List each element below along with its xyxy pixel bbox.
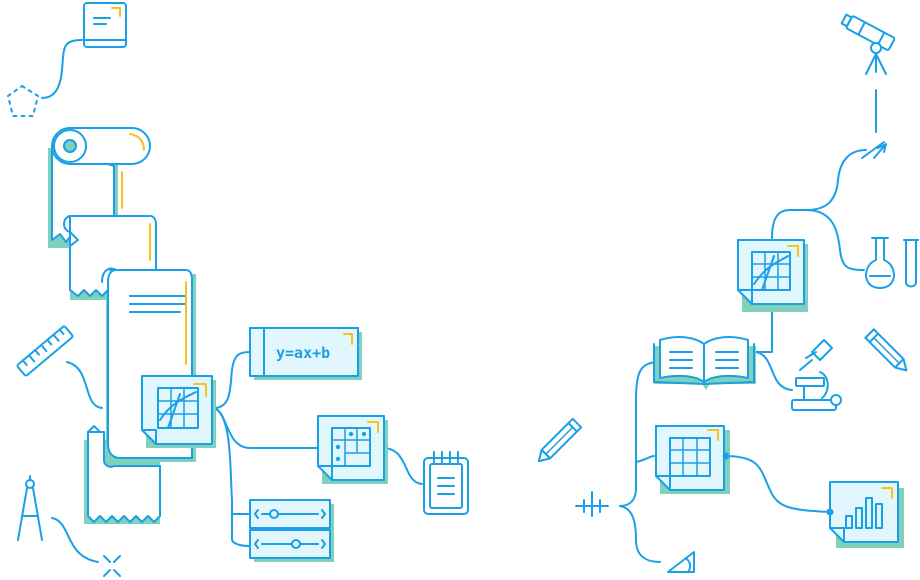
- flask-icon: [865, 237, 895, 289]
- test-tube-icon: [903, 239, 919, 288]
- protractor-icon: [861, 141, 887, 159]
- pentagon-icon: [7, 85, 39, 117]
- number-line-icon: [575, 491, 609, 517]
- table-card-icon: [655, 425, 730, 494]
- paper-roll-icon: [48, 127, 196, 524]
- grid-card-icon: [317, 415, 388, 484]
- plot-card-icon: [737, 239, 808, 312]
- slider-card-icon: [249, 499, 334, 562]
- book-icon: [83, 2, 127, 48]
- connector-lines: [41, 39, 877, 563]
- open-book-icon: [653, 336, 756, 390]
- ruler-icon: [16, 325, 74, 377]
- equation-text: y=ax+b: [276, 344, 330, 362]
- notepad-icon: [423, 451, 469, 515]
- sparkle-icon: [103, 555, 121, 577]
- telescope-icon: [840, 13, 896, 75]
- pencil-icon: [537, 417, 583, 463]
- pencil-icon: [864, 328, 908, 372]
- bar-chart-icon: [826, 481, 904, 548]
- equation-card-icon: y=ax+b: [249, 327, 362, 380]
- microscope-icon: [791, 339, 842, 411]
- compass-icon: [17, 475, 43, 541]
- plot-card-icon: [141, 375, 216, 448]
- triangle-angle-icon: [667, 551, 695, 573]
